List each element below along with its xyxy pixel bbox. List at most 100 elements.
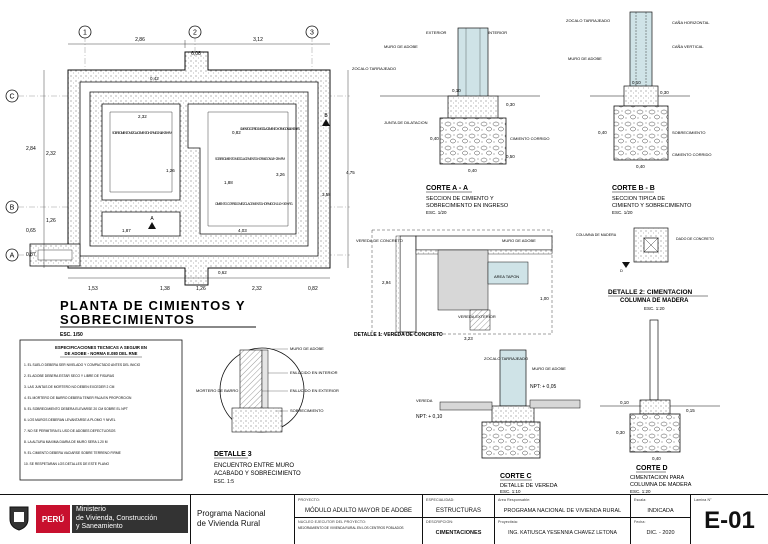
spec-item-7: 7. NO SE PERMITIRA EL USO DE ADOBES DEFE… xyxy=(24,429,116,433)
dim-left-1: 2,84 xyxy=(26,146,36,152)
nucleo-value: MEJORAMIENTO DE VIVIENDA RURAL EN LOS CE… xyxy=(298,526,404,530)
c-caption: DETALLE DE VEREDA xyxy=(500,483,558,489)
plan-note-3: CIMIENTO CORRIDO MEZCLA CEMENTO-HORMIGON… xyxy=(215,202,293,206)
svg-text:B: B xyxy=(10,205,15,212)
descripcion-label: DESCRIPCION: xyxy=(426,520,454,524)
ministry-line2: de Vivienda, Construcción xyxy=(76,514,158,522)
dim-left-3: 1,26 xyxy=(46,218,56,224)
escala-value: INDICADA xyxy=(647,508,674,514)
section-marker-b: B xyxy=(322,113,330,126)
d1-label-4: VEREDA EXTERIOR xyxy=(458,314,496,319)
d1-label-1: MURO DE ADOBE xyxy=(502,238,536,243)
bb-label-cana-h: CAÑA HORIZONTAL xyxy=(672,20,710,25)
c-title: CORTE C xyxy=(500,473,532,480)
d3-label-2: ENLUCIDO EN INTERIOR xyxy=(290,370,338,375)
peru-shield-icon xyxy=(8,505,30,531)
plan-note-4: CIMIENTO CORRIDO MEZCLA CEMENTO-HORMIGON… xyxy=(240,127,300,131)
dim-top-1: 2,86 xyxy=(135,37,145,43)
spec-item-1: 1. EL SUELO DEBERA SER NIVELADO Y COMPAC… xyxy=(24,363,141,367)
bb-label-cimiento: CIMIENTO CORRIDO xyxy=(672,152,711,157)
d3-scale: ESC. 1:5 xyxy=(214,479,234,485)
bb-dim-4: 0,40 xyxy=(636,164,645,169)
project-cell: PROYECTO: MÓDULO ADULTO MAYOR DE ADOBE N… xyxy=(294,495,422,544)
d-dim-1: 0,10 xyxy=(620,400,629,405)
fecha-value: DIC. - 2020 xyxy=(646,530,675,536)
plan-note-1: SOBRECIMIENTO MEZCLA CEMENTO-HORMIGON 1:… xyxy=(112,131,172,135)
proyecto-label: PROYECTO: xyxy=(298,498,321,502)
aa-label-interior: INTERIOR xyxy=(488,30,507,35)
detail-3: MURO DE ADOBE ENLUCIDO EN INTERIOR ENLUC… xyxy=(196,346,339,485)
aa-dim-2: 0,10 xyxy=(452,88,461,93)
d3-caption-2: ACABADO Y SOBRECIMIENTO xyxy=(214,471,301,477)
svg-text:3: 3 xyxy=(310,30,314,37)
axis-bubble-3: 3 xyxy=(305,25,319,39)
d-title: CORTE D xyxy=(636,465,668,472)
aa-label-exterior: EXTERIOR xyxy=(426,30,447,35)
responsable-value: PROGRAMA NACIONAL DE VIVIENDA RURAL xyxy=(503,508,622,514)
d1-dim-1: 2,94 xyxy=(382,280,391,285)
responsible-cell: Area Responsable: PROGRAMA NACIONAL DE V… xyxy=(494,495,630,544)
spec-item-3: 3. LAS JUNTAS DE MORTERO NO DEBEN EXCEDE… xyxy=(24,385,115,389)
spec-item-10: 10. SE RESPETARAN LOS DETALLES DE ESTE P… xyxy=(24,462,110,466)
section-c: ZOCALO TARRAJEADO VEREDA MURO DE ADOBE N… xyxy=(416,349,581,494)
proyectista-label: Proyectista: xyxy=(498,520,518,524)
c-label-3: MURO DE ADOBE xyxy=(532,366,566,371)
d1-label-2: VEREDA DE CONCRETO xyxy=(356,238,403,243)
dim-top-2: 3,12 xyxy=(253,37,263,43)
dim-top-3: 6,08 xyxy=(191,51,201,57)
d-dim-4: 0,15 xyxy=(686,408,695,413)
bb-dim-3: 0,10 xyxy=(632,80,641,85)
dim-inner-10: 1,87 xyxy=(122,228,131,233)
d1-dim-3: 1,00 xyxy=(540,296,549,301)
dim-inner-5: 3,26 xyxy=(276,172,285,177)
dim-left-4: 0,65 xyxy=(26,228,36,234)
aa-label-junta: JUNTA DE DILATACION xyxy=(384,120,428,125)
axis-bubble-a: A xyxy=(5,248,19,262)
d3-label-4: SOBRECIMIENTO xyxy=(290,408,324,413)
bb-scale: ESC. 1/20 xyxy=(612,210,633,215)
d3-label-3: ENLUCIDO EN EXTERIOR xyxy=(290,388,339,393)
svg-text:A: A xyxy=(150,216,154,222)
aa-label-cimiento: CIMIENTO CORRIDO xyxy=(510,136,549,141)
aa-dim-4: 0,30 xyxy=(506,102,515,107)
bb-label-cana-v: CAÑA VERTICAL xyxy=(672,44,704,49)
peru-label: PERÚ xyxy=(36,505,70,533)
aa-caption-2: SOBRECIMIENTO EN INGRESO xyxy=(426,203,509,209)
program-name: Programa Nacional de Vivienda Rural xyxy=(197,509,265,529)
dim-bottom-4: 2,32 xyxy=(252,286,262,292)
spec-item-5: 5. EL SOBRECIMIENTO DEBERA ELEVARSE 20 C… xyxy=(24,407,128,411)
section-d: 0,10 0,30 0,40 0,15 CORTE D CIMENTACION … xyxy=(600,319,720,494)
bb-label-muro: MURO DE ADOBE xyxy=(568,56,602,61)
scale-date-cell: Escala: INDICADA Fecha: DIC. - 2020 xyxy=(630,495,690,544)
d3-title: DETALLE 3 xyxy=(214,451,252,458)
dim-inner-1: 0,42 xyxy=(150,76,159,81)
section-marker-a: A xyxy=(148,216,156,229)
svg-text:1: 1 xyxy=(83,30,87,37)
aa-scale: ESC. 1/20 xyxy=(426,210,447,215)
bb-dim-1: 0,40 xyxy=(598,130,607,135)
dim-bottom-2: 1,38 xyxy=(160,286,170,292)
specs-box: ESPECIFICACIONES TECNICAS A SEGUIR EN DE… xyxy=(19,339,183,481)
axis-bubble-b: B xyxy=(5,200,19,214)
aa-dim-5: 0,50 xyxy=(506,154,515,159)
responsable-label: Area Responsable: xyxy=(498,498,531,502)
bb-caption-1: SECCION TIPICA DE xyxy=(612,196,665,202)
dim-inner-8: 3,58 xyxy=(322,192,331,197)
d2-label-2: DADO DE CONCRETO xyxy=(676,237,714,241)
program-cell: Programa Nacional de Vivienda Rural xyxy=(190,495,294,544)
c-npt-2: NPT: + 0,05 xyxy=(530,384,556,390)
d2-caption: COLUMNA DE MADERA xyxy=(620,298,689,304)
axis-bubble-c: C xyxy=(5,89,19,103)
sheet-number: E-01 xyxy=(704,507,755,534)
d3-caption-1: ENCUENTRO ENTRE MURO xyxy=(214,463,294,469)
section-aa: EXTERIOR INTERIOR MURO DE ADOBE ZOCALO T… xyxy=(352,27,549,215)
d2-title: DETALLE 2: CIMENTACION xyxy=(608,289,693,296)
d2-label-1: COLUMNA DE MADERA xyxy=(576,233,617,237)
plan-title-line2: SOBRECIMIENTOS xyxy=(60,312,195,327)
escala-label: Escala: xyxy=(634,498,647,502)
plan-scale: ESC. 1/50 xyxy=(60,332,83,338)
d2-scale: ESC. 1:20 xyxy=(644,306,665,311)
dim-bottom-1: 1,53 xyxy=(88,286,98,292)
d3-label-1: MURO DE ADOBE xyxy=(290,346,324,351)
dim-inner-9: 4,75 xyxy=(346,170,355,175)
